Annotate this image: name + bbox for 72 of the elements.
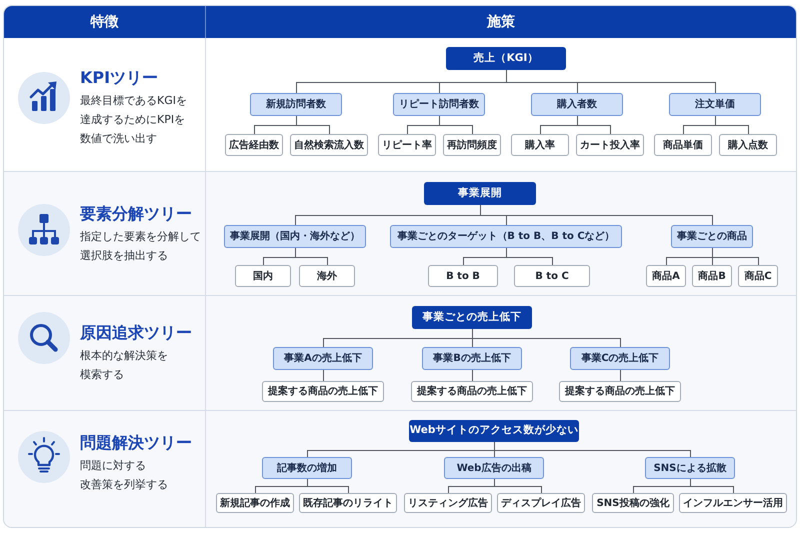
connector-line xyxy=(494,478,542,494)
connector-line xyxy=(296,116,330,134)
tree-leaf-node: 再訪問頻度 xyxy=(443,134,501,156)
tree-leaf-node: 商品A xyxy=(646,265,686,287)
tree-description: 指定した要素を分解して選択肢を抽出する xyxy=(80,229,202,264)
tree-leaf-node: 商品単価 xyxy=(654,134,712,156)
feature-cell xyxy=(4,38,206,172)
connector-line xyxy=(494,442,691,458)
connector-line xyxy=(620,370,621,382)
tree-root-node: 事業ごとの売上低下 xyxy=(412,306,532,329)
tree-branch-node: 新規訪問者数 xyxy=(250,93,342,116)
connector-line xyxy=(712,248,759,266)
connector-line xyxy=(307,478,349,494)
tree-leaf-node: 商品C xyxy=(738,265,778,287)
feature-cell xyxy=(4,411,206,527)
tree-root-node: 事業展開 xyxy=(424,182,536,205)
tree-leaf-node: 商品B xyxy=(692,265,732,287)
connector-line xyxy=(715,116,749,134)
connector-line xyxy=(439,116,473,134)
tree-leaf-node: 海外 xyxy=(299,265,355,287)
tree-leaf-node: 国内 xyxy=(235,265,291,287)
tree-leaf-node: 提案する商品の売上低下 xyxy=(411,381,533,402)
tree-branch-node: 購入者数 xyxy=(531,93,623,116)
connector-line xyxy=(472,370,473,382)
tree-branch-node: 事業ごとの商品 xyxy=(671,225,753,248)
column-header: 特徴 xyxy=(4,6,206,38)
tree-leaf-node: B to B xyxy=(428,265,498,287)
tree-leaf-node: リピート率 xyxy=(378,134,436,156)
tree-branch-node: 注文単価 xyxy=(669,93,761,116)
connector-line xyxy=(506,248,553,266)
tree-leaf-node: 購入率 xyxy=(511,134,569,156)
tree-branch-node: 事業Aの売上低下 xyxy=(273,347,373,370)
tree-description: 問題に対する改善策を列挙する xyxy=(80,458,169,493)
tree-leaf-node: 既存記事のリライト xyxy=(299,493,397,513)
feature-cell xyxy=(4,296,206,411)
tree-branch-node: 事業Bの売上低下 xyxy=(422,347,522,370)
tree-root-node: 売上（KGI） xyxy=(446,47,566,70)
tree-branch-node: SNSによる拡散 xyxy=(645,457,735,479)
tree-root-node: Webサイトのアクセス数が少ない xyxy=(409,420,579,442)
tree-leaf-node: 購入点数 xyxy=(719,134,777,156)
tree-branch-node: Web広告の出稿 xyxy=(444,457,544,479)
tree-leaf-node: SNS投稿の強化 xyxy=(592,493,674,513)
tree-leaf-node: 広告経由数 xyxy=(225,134,283,156)
tree-description: 根本的な解決策を模索する xyxy=(80,348,169,383)
connector-line xyxy=(472,328,621,348)
tree-leaf-node: 自然検索流入数 xyxy=(290,134,368,156)
tree-branch-node: 事業ごとのターゲット（B to B、B to Cなど） xyxy=(390,225,622,248)
tree-leaf-node: ディスプレイ広告 xyxy=(497,493,585,513)
column-header: 施策 xyxy=(206,6,796,38)
tree-description: 最終目標であるKGIを達成するためにKPIを数値で洗い出す xyxy=(80,93,188,147)
feature-cell xyxy=(4,172,206,296)
connector-line xyxy=(506,70,716,94)
tree-type-title: 要素分解ツリー xyxy=(80,203,193,225)
tree-branch-node: リピート訪問者数 xyxy=(393,93,485,116)
tree-leaf-node: 新規記事の作成 xyxy=(216,493,294,513)
connector-line xyxy=(295,248,328,266)
tree-branch-node: 事業展開（国内・海外など） xyxy=(224,225,366,248)
tree-leaf-node: 提案する商品の売上低下 xyxy=(559,381,681,402)
tree-leaf-node: B to C xyxy=(514,265,590,287)
connector-line xyxy=(690,478,734,494)
tree-type-title: 原因追求ツリー xyxy=(80,322,193,344)
connector-line xyxy=(480,204,713,226)
tree-leaf-node: カート投入率 xyxy=(576,134,644,156)
tree-type-title: KPIツリー xyxy=(80,67,160,89)
tree-branch-node: 事業Cの売上低下 xyxy=(570,347,670,370)
tree-leaf-node: インフルエンサー活用 xyxy=(679,493,787,513)
tree-leaf-node: リスティング広告 xyxy=(404,493,492,513)
connector-line xyxy=(323,370,324,382)
tree-leaf-node: 提案する商品の売上低下 xyxy=(262,381,384,402)
connector-line xyxy=(577,116,611,134)
tree-branch-node: 記事数の増加 xyxy=(262,457,352,479)
tree-type-title: 問題解決ツリー xyxy=(80,432,193,454)
